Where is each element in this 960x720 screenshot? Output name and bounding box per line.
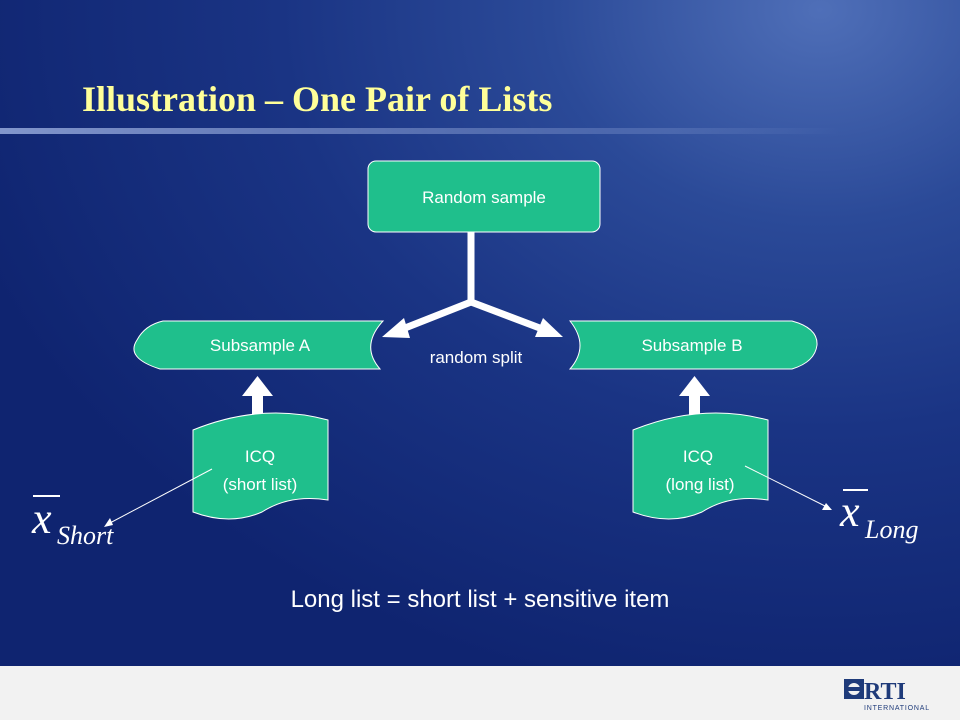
subsample-b-label: Subsample B xyxy=(641,336,742,355)
list-experiment-diagram: Random sample Subsample A Subsample B ra… xyxy=(31,160,918,550)
icq-long-line1: ICQ xyxy=(683,447,713,466)
slide-title: Illustration – One Pair of Lists xyxy=(82,79,553,119)
subsample-b-node: Subsample B xyxy=(568,320,818,370)
random-split-arrows xyxy=(382,232,563,338)
x-long-mean: x Long xyxy=(839,487,918,544)
footer-bar xyxy=(0,666,960,720)
subsample-a-node: Subsample A xyxy=(133,320,385,370)
icq-long-node: ICQ (long list) xyxy=(632,412,769,520)
icq-short-line1: ICQ xyxy=(245,447,275,466)
subsample-a-label: Subsample A xyxy=(210,336,311,355)
logo-subtitle: INTERNATIONAL xyxy=(864,705,930,712)
icq-short-node: ICQ (short list) xyxy=(192,412,329,520)
icq-short-line2: (short list) xyxy=(223,475,298,494)
title-rule xyxy=(0,128,840,134)
x-short-mean: x Short xyxy=(31,494,114,550)
x-short-pointer xyxy=(104,468,213,527)
logo-name: RTI xyxy=(864,679,906,705)
icq-long-line2: (long list) xyxy=(666,475,735,494)
random-split-label: random split xyxy=(430,348,523,367)
x-long-subscript: Long xyxy=(864,515,918,544)
x-short-symbol: x xyxy=(31,494,52,543)
random-sample-box: Random sample xyxy=(367,160,601,233)
random-sample-label: Random sample xyxy=(422,188,546,207)
caption: Long list = short list + sensitive item xyxy=(290,586,670,613)
x-long-pointer xyxy=(744,465,832,510)
x-long-symbol: x xyxy=(839,487,860,536)
x-short-subscript: Short xyxy=(57,521,114,550)
rti-logo: RTI INTERNATIONAL xyxy=(844,679,930,712)
